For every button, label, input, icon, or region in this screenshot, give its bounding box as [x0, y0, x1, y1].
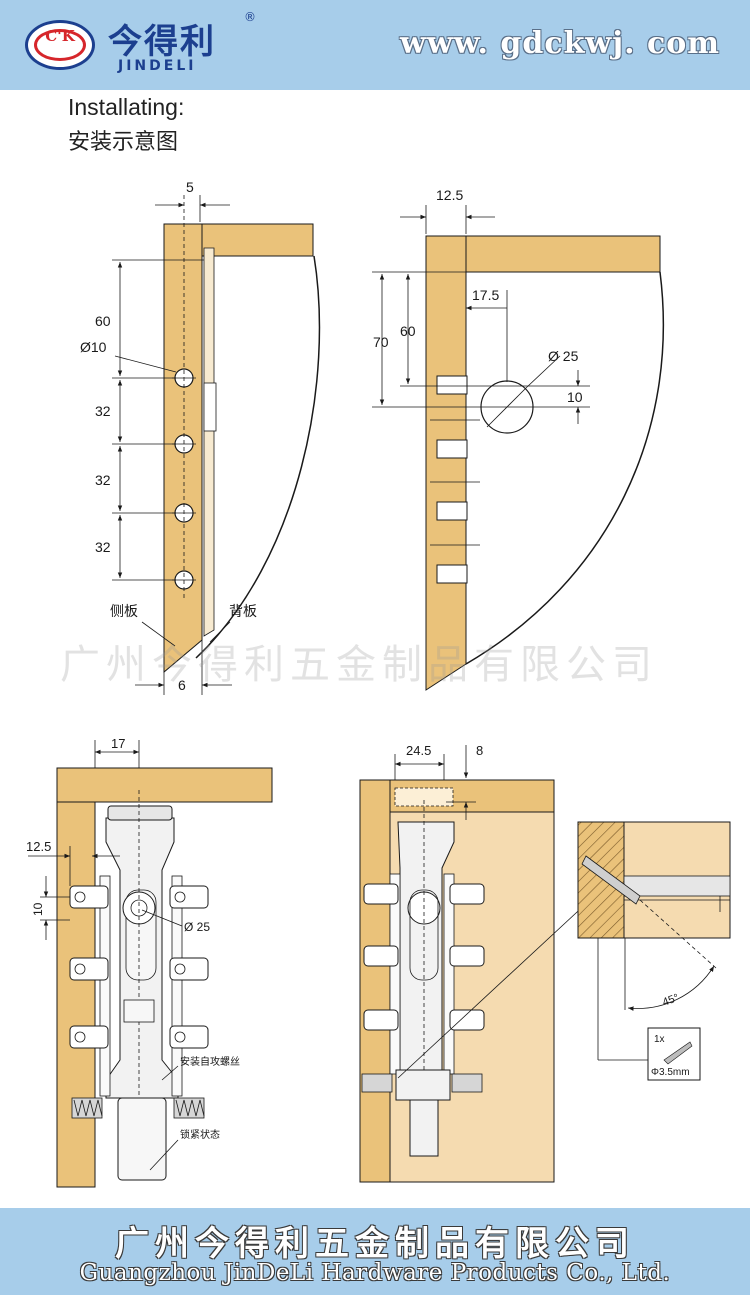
dim-60: 60 [95, 313, 111, 329]
label-back-panel: 背板 [229, 603, 257, 619]
locking-lever [117, 1097, 167, 1181]
side-panel-2 [425, 235, 467, 691]
watermark: 广州今得利五金制品有限公司 [60, 642, 658, 688]
note-install-screw: 安装自攻螺丝 [180, 1055, 240, 1068]
dim-17: 17 [111, 736, 125, 751]
back-panel-clip [203, 382, 217, 432]
bracket-rail-left [99, 875, 111, 1097]
logo-english: JINDELI [118, 58, 197, 74]
dim-hole-diameter: Ø10 [80, 339, 107, 355]
diagram-front-bracket: 17 12.5 10 Ø 25 安装自攻螺丝 锁紧状态 [26, 736, 273, 1188]
label-side-panel: 侧板 [110, 603, 138, 619]
peg-3 [436, 501, 468, 521]
peg-4 [436, 564, 468, 584]
note-locked-state: 锁紧状态 [180, 1128, 220, 1141]
footer-banner: 广州今得利五金制品有限公司 Guangzhou JinDeLi Hardware… [0, 1208, 750, 1295]
bracket-rail-right [171, 875, 183, 1097]
page-title-english: Installating: [68, 94, 185, 120]
peg-2 [436, 439, 468, 459]
dim-60-b: 60 [400, 323, 416, 339]
registered-mark: ® [244, 10, 256, 24]
dim-10-b: 10 [567, 389, 583, 405]
website-url[interactable]: www. gdckwj. com [400, 26, 720, 61]
peg-1 [436, 375, 468, 395]
cam-connectors [69, 885, 209, 1049]
header-banner: C'K 今得利 ® JINDELI www. gdckwj. com [0, 0, 750, 90]
dim-24-5: 24.5 [406, 743, 431, 758]
side-panel-4 [359, 779, 391, 1183]
spring-screws [71, 1097, 205, 1119]
top-panel [201, 223, 314, 257]
dim-cup-diameter: Ø 25 [548, 348, 579, 364]
dim-17-5: 17.5 [472, 287, 499, 303]
bracket-cap [107, 805, 173, 821]
cam-connectors-4 [363, 883, 485, 1031]
dim-12-5-b: 12.5 [26, 839, 51, 854]
cabinet-curve [195, 255, 321, 659]
screw-detail [581, 855, 641, 905]
page-title-chinese: 安装示意图 [68, 130, 179, 155]
cabinet-curve-2 [465, 271, 665, 665]
screw-icon [663, 1041, 693, 1065]
diagram-hole-positions: Ø 25 12.5 70 60 17.5 10 [372, 187, 665, 691]
angle-45: 45° [661, 992, 681, 1009]
dim-6: 6 [178, 677, 186, 693]
screw-qty: 1x [654, 1034, 665, 1045]
logo-chinese: 今得利 [108, 22, 216, 62]
diagram-side-panel-holes: 5 60 Ø10 32 32 32 侧板 背板 6 [80, 179, 321, 695]
back-panel [203, 247, 215, 637]
dim-70: 70 [373, 334, 389, 350]
hole-row [172, 195, 196, 600]
dim-32-b: 32 [95, 472, 111, 488]
logo-mark-icon: C'K [25, 20, 95, 70]
dim-cup-diameter-b: Ø 25 [184, 920, 210, 934]
side-panel-3 [56, 801, 96, 1188]
company-name-english: Guangzhou JinDeLi Hardware Products Co.,… [79, 1260, 671, 1286]
dim-5: 5 [186, 179, 194, 195]
company-name-chinese: 广州今得利五金制品有限公司 [115, 1224, 635, 1264]
logo-mark-text: C'K [45, 27, 75, 45]
dim-8: 8 [476, 743, 483, 758]
dim-10-c: 10 [31, 902, 45, 916]
top-panel-3 [56, 767, 273, 803]
diagram-back-view: 24.5 8 45° 1x Φ3.5mm [359, 743, 731, 1183]
dim-32-a: 32 [95, 403, 111, 419]
dim-12-5: 12.5 [436, 187, 463, 203]
peg-row [430, 375, 480, 584]
dim-32-c: 32 [95, 539, 111, 555]
screw-size: Φ3.5mm [651, 1067, 690, 1078]
spring-screws-4 [361, 1073, 483, 1093]
